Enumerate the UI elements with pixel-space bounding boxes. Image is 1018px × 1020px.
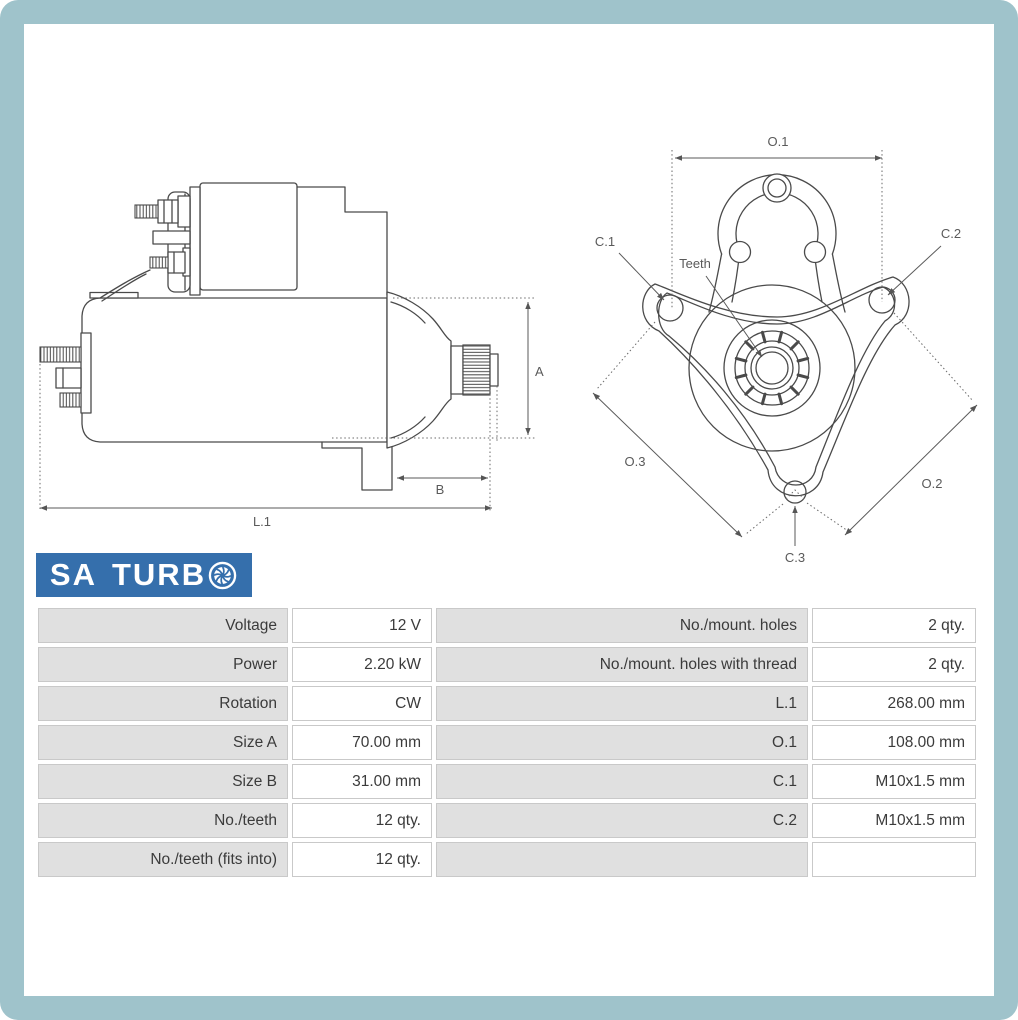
arch-right-hole: [803, 240, 827, 264]
dim-label-o3: O.3: [625, 454, 646, 469]
dim-label-a: A: [535, 364, 544, 379]
spec-value-cell: [812, 842, 976, 877]
drive-end: [386, 291, 499, 449]
spec-value-cell: 70.00 mm: [292, 725, 432, 760]
gear-teeth: [734, 330, 810, 406]
spec-label-cell: No./mount. holes: [436, 608, 808, 643]
spec-label-cell: Voltage: [38, 608, 288, 643]
spec-label-cell: No./teeth (fits into): [38, 842, 288, 877]
table-row: Voltage 12 V No./mount. holes 2 qty.: [38, 608, 976, 643]
mount-hole-c2: [868, 286, 896, 314]
turbo-wheel-icon: [208, 561, 237, 589]
spec-label-cell: Size B: [38, 764, 288, 799]
dim-label-o1: O.1: [768, 134, 789, 149]
spec-label-cell: C.1: [436, 764, 808, 799]
spec-value-cell: 2 qty.: [812, 647, 976, 682]
dim-label-c2: C.2: [941, 226, 961, 241]
spec-value-cell: 2.20 kW: [292, 647, 432, 682]
spec-value-cell: 12 qty.: [292, 803, 432, 838]
terminal-stud: [149, 256, 169, 269]
dim-label-o2: O.2: [922, 476, 943, 491]
leader-c2: [887, 245, 942, 296]
spec-value-cell: M10x1.5 mm: [812, 764, 976, 799]
spec-label-cell: Rotation: [38, 686, 288, 721]
mount-bracket: [296, 186, 393, 491]
table-row: Size B 31.00 mm C.1 M10x1.5 mm: [38, 764, 976, 799]
spec-value-cell: CW: [292, 686, 432, 721]
spec-label-cell: Power: [38, 647, 288, 682]
solenoid: [99, 182, 298, 302]
spec-label-cell: O.1: [436, 725, 808, 760]
dim-line-o3: [592, 392, 743, 538]
mount-hole-c1: [656, 294, 684, 322]
spec-value-cell: 108.00 mm: [812, 725, 976, 760]
dim-line-o2: [844, 404, 978, 536]
side-view-drawing: A B L.1: [39, 182, 544, 529]
spec-label-cell: Size A: [38, 725, 288, 760]
motor-body: [80, 291, 388, 443]
spec-value-cell: 2 qty.: [812, 608, 976, 643]
spec-value-cell: 12 qty.: [292, 842, 432, 877]
brand-word-turb: TURB: [111, 557, 207, 592]
leader-teeth: [705, 275, 763, 358]
cable: [99, 269, 151, 302]
front-dimensions: O.1 C.1 C.2 Teeth O.3 O.2 C.3: [592, 134, 978, 565]
dim-label-c3: C.3: [785, 550, 805, 565]
spec-value-cell: 268.00 mm: [812, 686, 976, 721]
dim-label-teeth: Teeth: [679, 256, 711, 271]
dim-label-l1: L.1: [253, 514, 271, 529]
table-row: No./teeth 12 qty. C.2 M10x1.5 mm: [38, 803, 976, 838]
spec-value-cell: 31.00 mm: [292, 764, 432, 799]
spec-table: Voltage 12 V No./mount. holes 2 qty. Pow…: [34, 604, 980, 881]
spec-label-cell: C.2: [436, 803, 808, 838]
dim-label-b: B: [436, 482, 445, 497]
mounting-flange: [642, 276, 910, 504]
rear-studs: [39, 346, 82, 408]
arch-top-hole: [767, 178, 787, 198]
brand-logo: SA TURB: [36, 553, 252, 597]
leader-c1: [618, 252, 665, 301]
spec-value-cell: M10x1.5 mm: [812, 803, 976, 838]
top-arch: [708, 173, 846, 313]
pinion-gear: [688, 284, 856, 452]
table-row: Rotation CW L.1 268.00 mm: [38, 686, 976, 721]
dim-label-c1: C.1: [595, 234, 615, 249]
spec-value-cell: 12 V: [292, 608, 432, 643]
side-dimensions: A B L.1: [39, 297, 544, 529]
mount-hole-c3: [783, 480, 807, 504]
spline-pinion: [462, 344, 491, 396]
table-row: Size A 70.00 mm O.1 108.00 mm: [38, 725, 976, 760]
terminal-stud: [134, 204, 159, 219]
solenoid-body: [199, 182, 298, 291]
spec-label-cell: L.1: [436, 686, 808, 721]
table-row: Power 2.20 kW No./mount. holes with thre…: [38, 647, 976, 682]
arch-left-hole: [728, 240, 752, 264]
spec-label-cell: No./mount. holes with thread: [436, 647, 808, 682]
spec-label-cell: [436, 842, 808, 877]
front-view-drawing: O.1 C.1 C.2 Teeth O.3 O.2 C.3: [592, 134, 978, 565]
end-plate: [80, 332, 92, 414]
spec-label-cell: No./teeth: [38, 803, 288, 838]
brand-word-sa: SA: [49, 557, 97, 592]
table-row: No./teeth (fits into) 12 qty.: [38, 842, 976, 877]
